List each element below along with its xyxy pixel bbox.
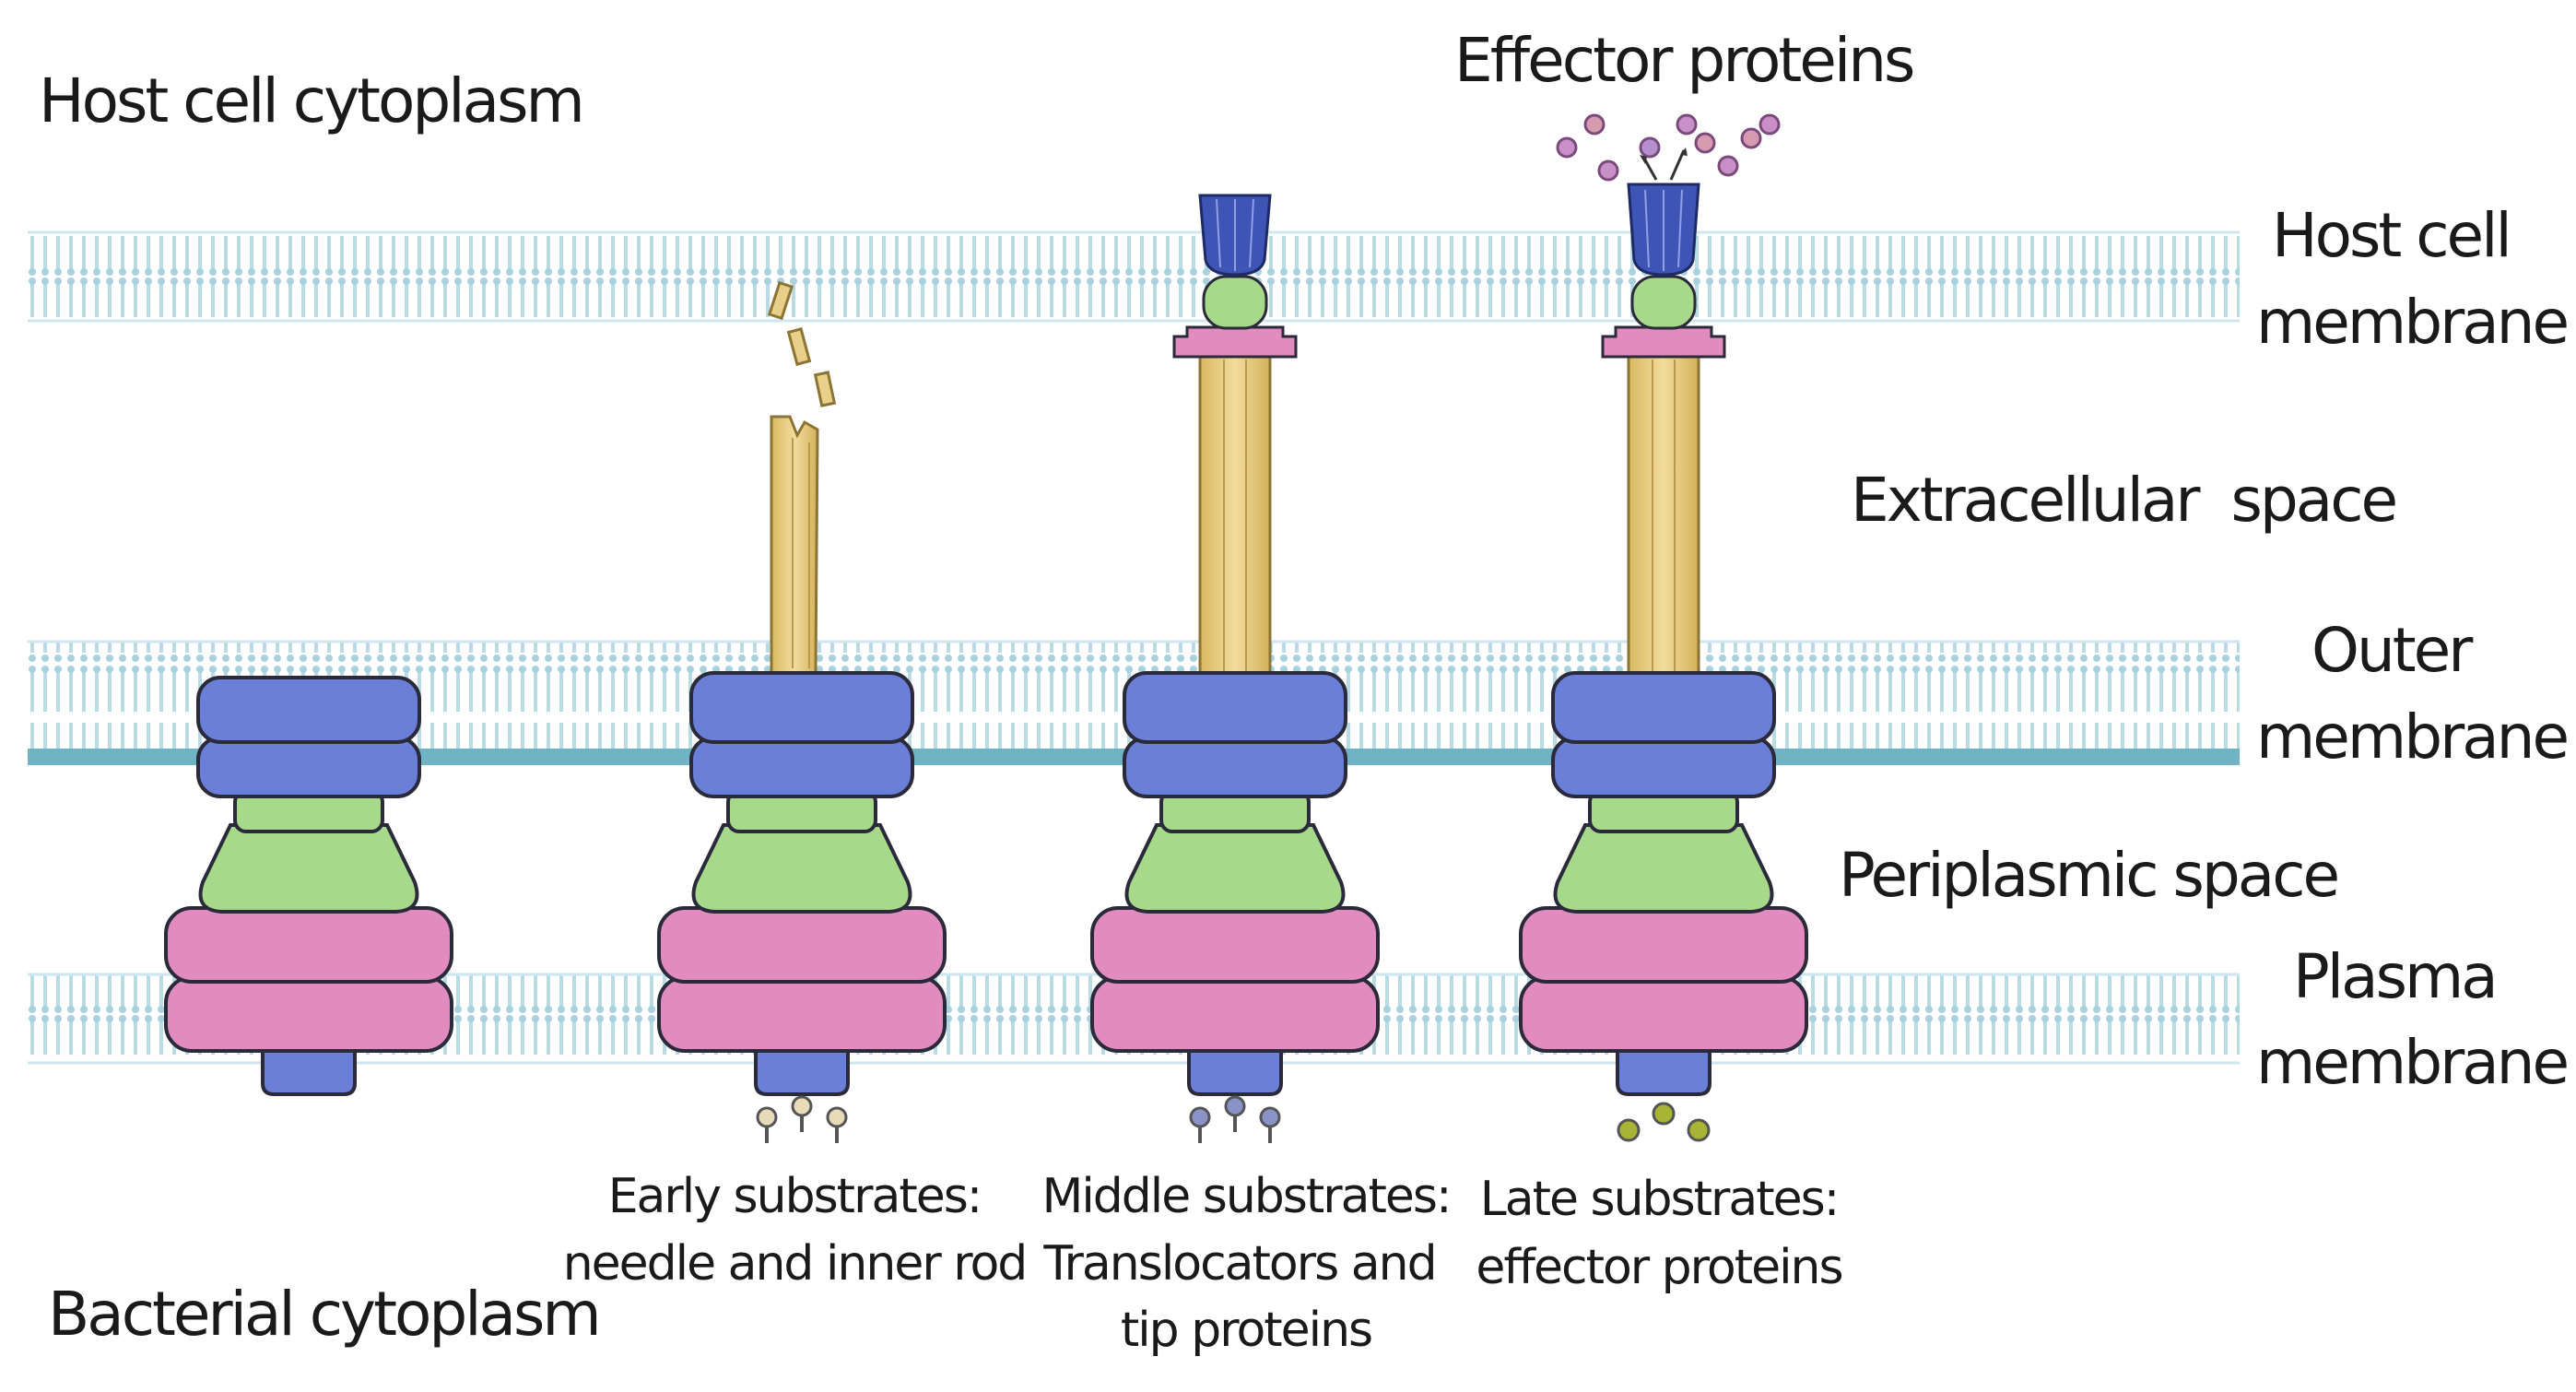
pink-ring-upper — [657, 906, 947, 984]
translocator-green — [1202, 275, 1268, 330]
needle — [1627, 353, 1700, 679]
pink-ring-upper — [164, 906, 453, 984]
pink-ring-upper — [1090, 906, 1380, 984]
blue-ring-lower — [1551, 736, 1776, 798]
pink-ring-lower — [1519, 975, 1808, 1053]
pink-ring-upper — [1519, 906, 1808, 984]
green-ring-cone — [198, 823, 419, 914]
secretion-system-stage-1 — [164, 676, 453, 1096]
needle-subunits-fragments — [767, 280, 837, 407]
translocator-pink-base — [1601, 325, 1726, 359]
blue-ring-upper — [1123, 671, 1347, 744]
blue-ring-upper — [1551, 671, 1776, 744]
label-plasma-membrane-line2: membrane — [2256, 1027, 2567, 1098]
label-outer-membrane-line1: Outer — [2311, 615, 2474, 686]
cytoplasmic-plug — [1187, 1044, 1283, 1096]
green-ring-cone — [1553, 823, 1774, 914]
secretion-system-stage-2 — [657, 280, 947, 1143]
label-bacterial-cytoplasm: Bacterial cytoplasm — [48, 1279, 599, 1350]
label-host-cell-cytoplasm: Host cell cytoplasm — [39, 65, 582, 136]
caption-middle-line3: tip proteins — [1121, 1303, 1371, 1358]
host-cell-membrane — [28, 230, 2240, 323]
released-effector-proteins — [1556, 113, 1781, 182]
cytoplasmic-plug — [1616, 1044, 1711, 1096]
secretion-system-stage-3 — [1090, 194, 1380, 1143]
caption-middle-line1: Middle substrates: — [1041, 1169, 1450, 1224]
cytoplasmic-plug — [754, 1044, 850, 1096]
green-ring-cone — [691, 823, 912, 914]
blue-ring-upper — [196, 676, 421, 744]
late-substrate-molecules — [1617, 1102, 1711, 1142]
blue-ring-upper — [689, 671, 914, 744]
translocator-green — [1630, 275, 1697, 330]
middle-substrate-molecules — [1189, 1095, 1281, 1143]
blue-ring-lower — [196, 736, 421, 798]
label-outer-membrane-line2: membrane — [2256, 702, 2567, 773]
blue-ring-lower — [1123, 736, 1347, 798]
needle-growing — [770, 415, 819, 675]
needle — [1198, 353, 1272, 679]
label-host-cell-membrane-line1: Host cell — [2272, 200, 2510, 271]
label-effector-proteins: Effector proteins — [1454, 25, 1913, 96]
caption-middle-line2: Translocators and — [1042, 1236, 1435, 1292]
early-substrate-molecules — [756, 1095, 848, 1143]
caption-late-line2: effector proteins — [1476, 1240, 1841, 1295]
label-extracellular-space: Extracellular space — [1851, 465, 2396, 536]
pink-ring-lower — [657, 975, 947, 1053]
label-periplasmic-space: Periplasmic space — [1839, 840, 2337, 911]
cytoplasmic-plug — [261, 1044, 357, 1096]
caption-early-line2: needle and inner rod — [563, 1236, 1027, 1292]
blue-ring-lower — [689, 736, 914, 798]
label-host-cell-membrane-line2: membrane — [2256, 287, 2567, 358]
green-ring-cone — [1124, 823, 1346, 914]
pink-ring-lower — [1090, 975, 1380, 1053]
label-plasma-membrane-line1: Plasma — [2293, 941, 2496, 1012]
translocator-pink-base — [1172, 325, 1298, 359]
caption-early-line1: Early substrates: — [608, 1169, 982, 1224]
secretion-system-stage-4 — [1519, 113, 1808, 1142]
caption-late-line1: Late substrates: — [1480, 1172, 1839, 1227]
pink-ring-lower — [164, 975, 453, 1053]
